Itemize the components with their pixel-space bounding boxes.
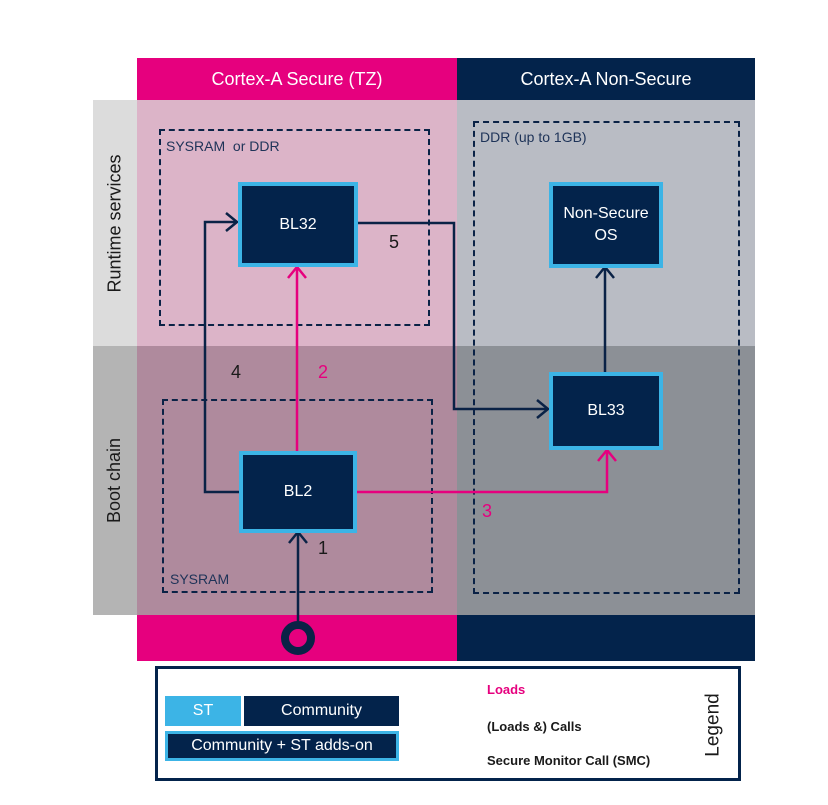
block-bl32: BL32 — [238, 182, 358, 267]
block-bl2: BL2 — [239, 451, 357, 533]
column-header-non-secure: Cortex-A Non-Secure — [457, 58, 755, 100]
legend-calls-label: (Loads &) Calls — [487, 719, 582, 734]
arrowhead-bl33-bottom — [597, 448, 617, 462]
column-header-secure-label: Cortex-A Secure (TZ) — [211, 68, 383, 89]
arrow-bl32-to-bl33-calls — [357, 221, 547, 411]
step-number-3: 3 — [482, 501, 493, 521]
block-non-secure-os: Non-Secure OS — [549, 182, 663, 268]
arrowhead-bl33-left — [536, 399, 550, 419]
region-secure-runtime: SYSRAM or DDR — [159, 129, 430, 326]
legend-smc-label: Secure Monitor Call (SMC) — [487, 753, 651, 768]
arrow-bl2-to-bl32-calls — [203, 220, 240, 494]
block-non-secure-os-label-1: Non-Secure — [563, 205, 649, 222]
rom-start-icon — [281, 621, 315, 655]
region-non-secure: DDR (up to 1GB) — [473, 121, 740, 594]
block-bl32-label: BL32 — [279, 215, 317, 233]
column-header-secure: Cortex-A Secure (TZ) — [137, 58, 457, 100]
block-bl2-label: BL2 — [283, 483, 313, 500]
legend-box — [155, 666, 741, 781]
legend-community-st-swatch: Community + ST adds-on — [165, 731, 399, 761]
step-number-1: 1 — [318, 538, 329, 558]
legend-title-text: Legend — [703, 693, 724, 757]
block-bl33-label: BL33 — [587, 402, 625, 419]
legend-community-label: Community — [281, 702, 362, 719]
arrowhead-bl32-bottom — [287, 265, 307, 279]
legend-community-swatch: Community — [244, 696, 399, 726]
region-secure-runtime-label: SYSRAM or DDR — [166, 138, 280, 154]
step-number-5: 5 — [389, 232, 400, 252]
legend-loads-label: Loads — [487, 682, 526, 697]
row-label-boot: Boot chain — [93, 346, 137, 615]
column-header-non-secure-label: Cortex-A Non-Secure — [520, 68, 692, 89]
arrow-bl2-loads-bl33 — [357, 451, 609, 494]
legend-st-label: ST — [192, 702, 214, 719]
region-non-secure-label: DDR (up to 1GB) — [480, 129, 587, 145]
step-number-4: 4 — [231, 362, 242, 382]
block-bl33: BL33 — [549, 372, 663, 450]
region-secure-boot-label: SYSRAM — [170, 571, 230, 587]
arrowhead-bl32-left — [225, 212, 239, 232]
footer-non-secure — [457, 615, 755, 661]
legend-community-st-label: Community + ST adds-on — [191, 737, 373, 754]
legend-title: Legend — [696, 680, 732, 770]
legend-st-swatch: ST — [165, 696, 241, 726]
row-label-runtime: Runtime services — [93, 100, 137, 346]
block-non-secure-os-label-2: OS — [594, 227, 618, 244]
step-number-2: 2 — [318, 362, 329, 382]
